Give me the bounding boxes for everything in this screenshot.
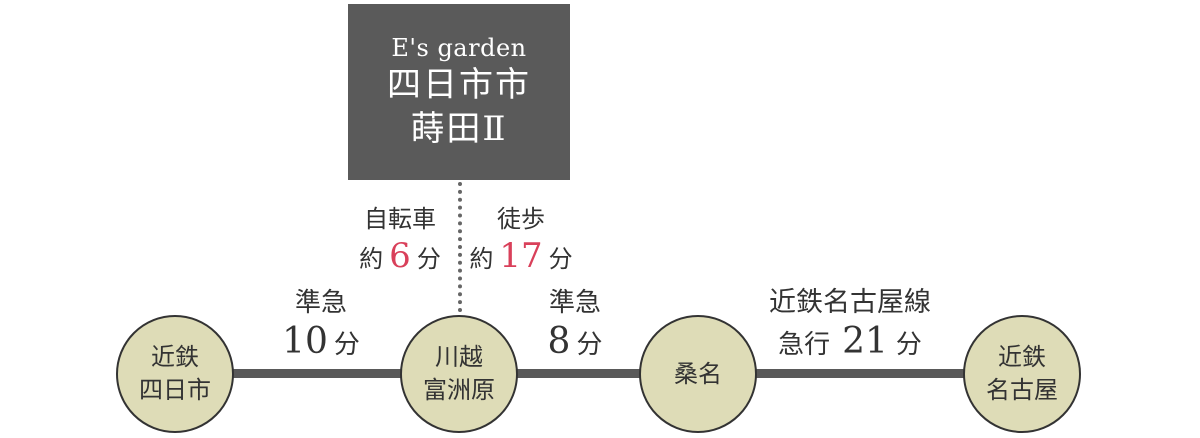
segment-route: 近鉄名古屋線 [769,287,931,318]
station-name-line1: 近鉄 [998,343,1046,371]
station-name-line1: 近鉄 [151,343,199,371]
station-name-line2: 富洲原 [423,376,495,404]
property-city: 四日市市 [387,65,531,105]
station-name-line1: 川越 [435,343,483,371]
property-district: 蒔田Ⅱ [410,109,508,149]
station-kuwana: 桑名 [639,315,757,433]
segment-service: 準急 [294,288,347,318]
property-station-connector [458,182,462,320]
property-brand: E's garden [391,34,527,62]
station-name-line2: 四日市 [139,376,211,404]
access-walk-value: 17 [499,236,543,276]
station-kintetsu-nagoya: 近鉄 名古屋 [963,315,1081,433]
access-bike-value: 6 [389,236,411,276]
segment-service: 準急 [548,288,601,318]
station-kawagoe-tomisuhara: 川越 富洲原 [400,315,518,433]
property-box: E's garden 四日市市 蒔田Ⅱ [348,4,570,180]
rail-line [170,369,1030,378]
access-bike-mode: 自転車 [364,205,436,233]
station-name-line1: 桑名 [674,359,722,388]
access-walk-mode: 徒歩 [497,205,545,233]
station-name-line2: 名古屋 [986,376,1058,404]
station-kintetsu-yokkaichi: 近鉄 四日市 [116,315,234,433]
